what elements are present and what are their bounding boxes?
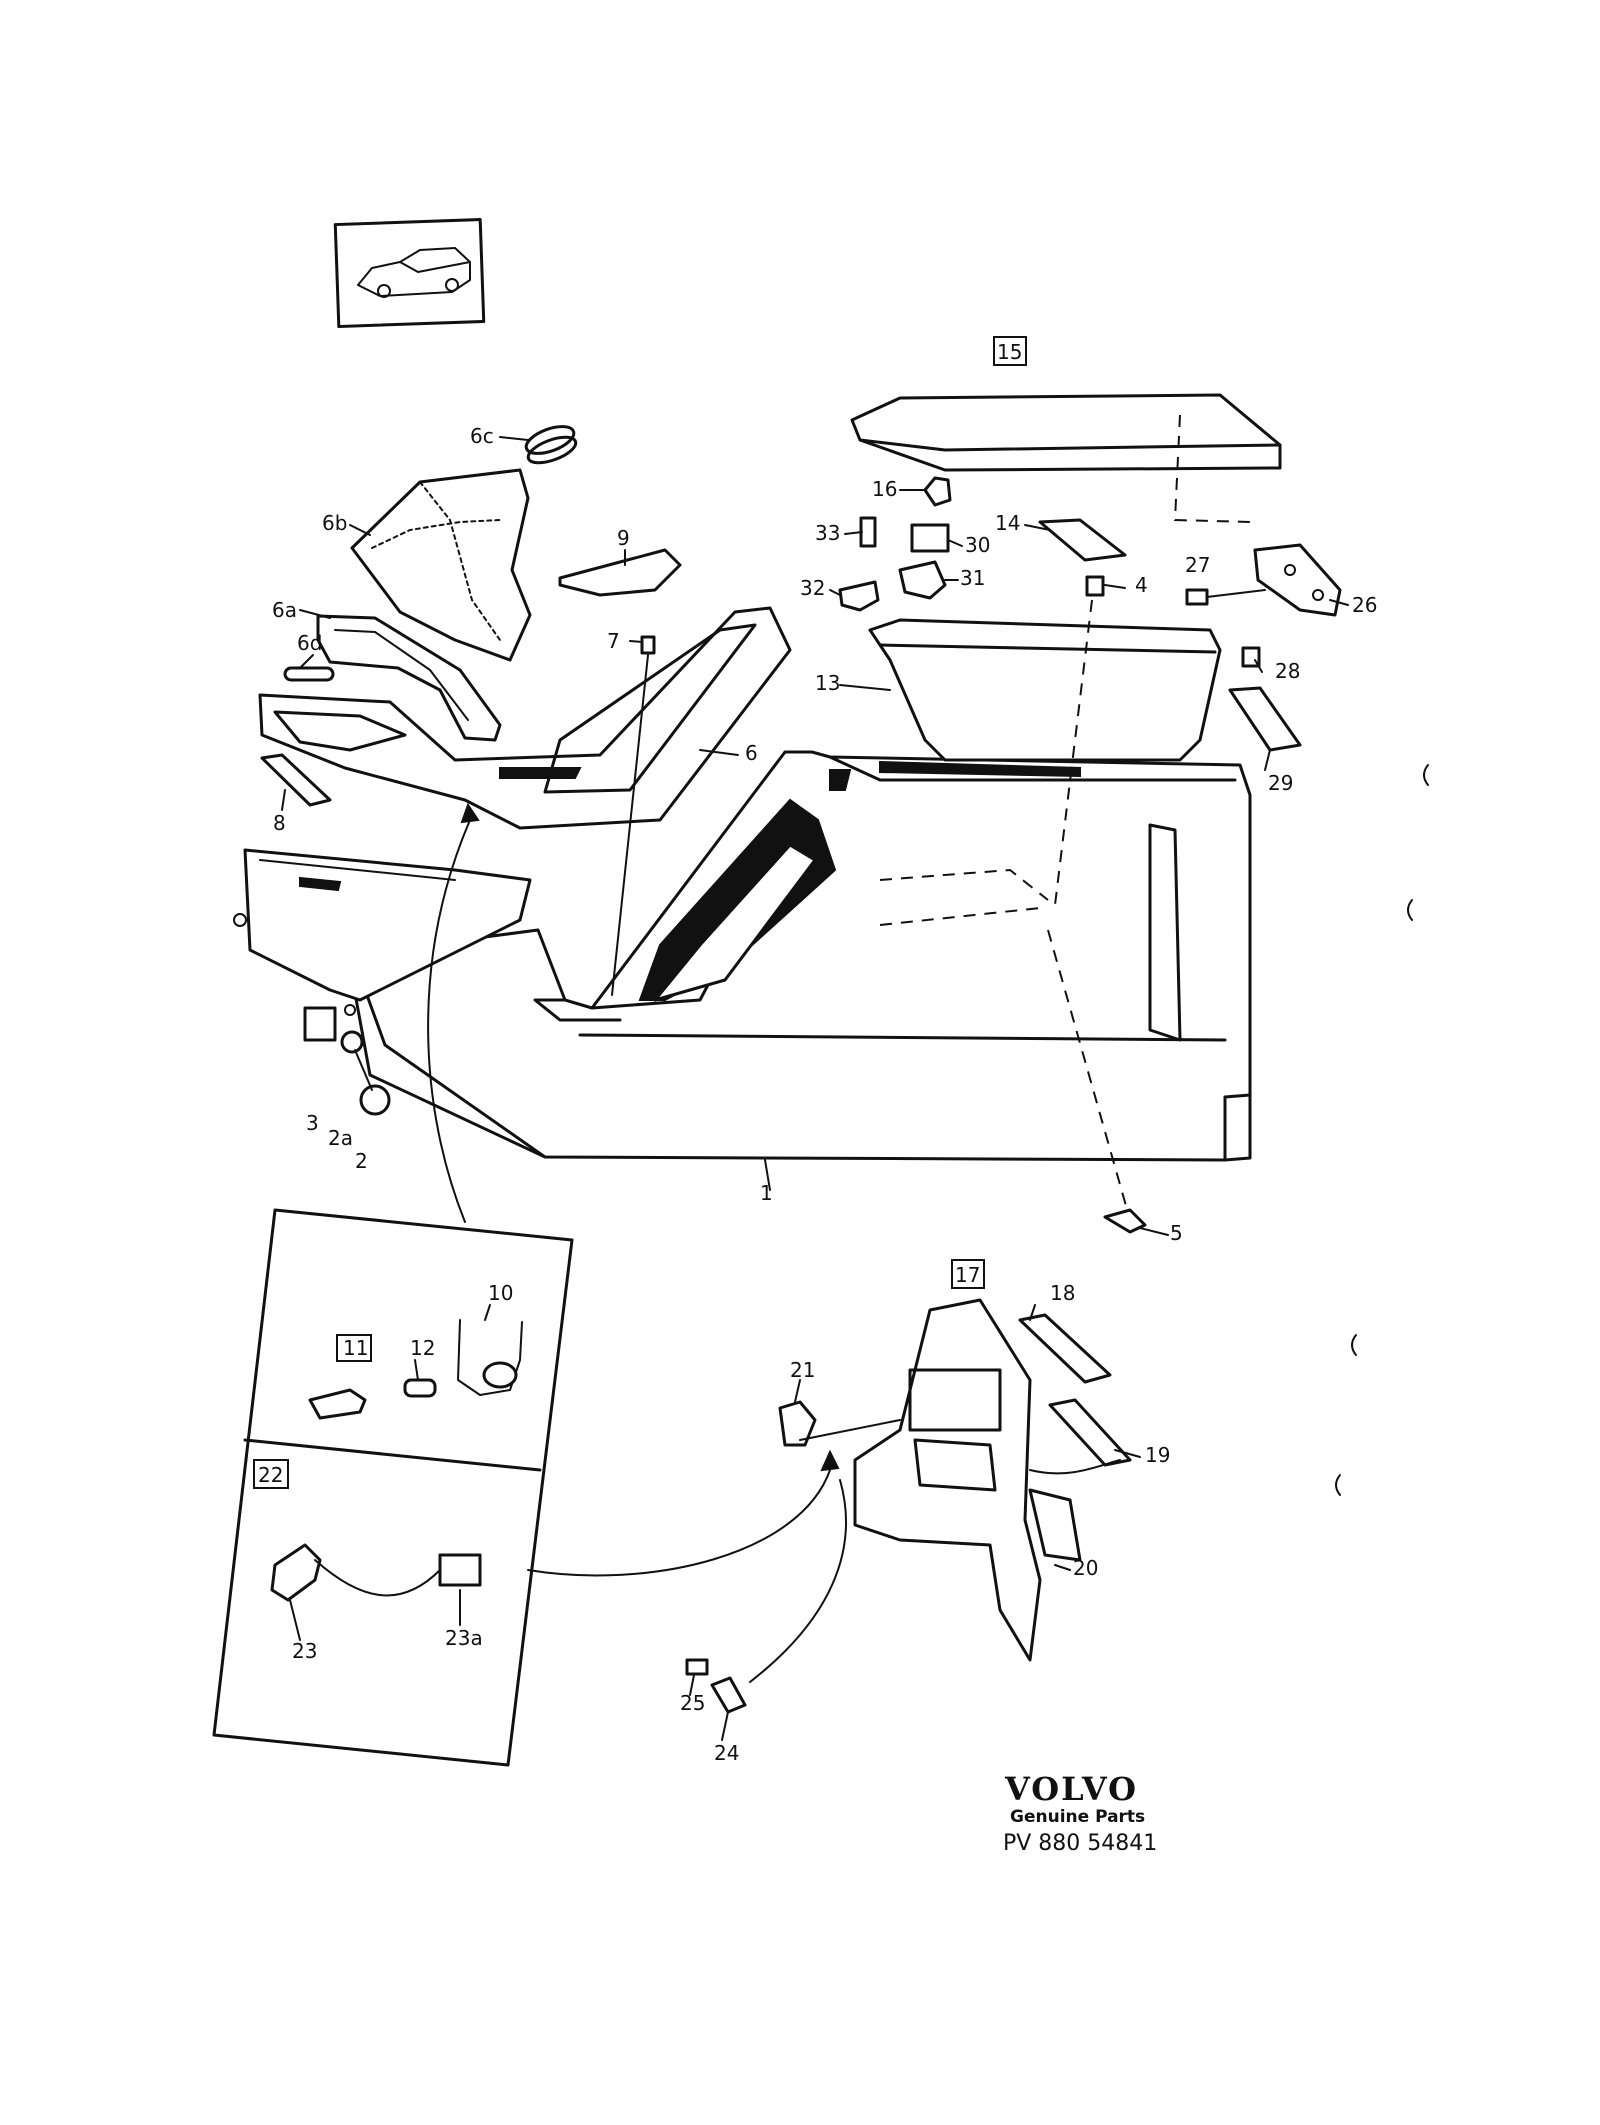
inset-box [212,1208,574,1767]
bulb-23 [270,1543,322,1602]
screw-4 [1085,575,1105,597]
bulb-holder-11 [308,1388,367,1420]
callout-7: 7 [607,629,620,653]
bulb-25 [685,1658,709,1676]
wiring-23a [314,1553,482,1597]
lid-hinge [1253,543,1342,617]
strip-29 [1228,686,1302,752]
console-side-flange [233,848,532,1016]
callout-33: 33 [815,521,840,545]
callout-6d: 6d [297,631,322,655]
callout-29: 29 [1268,771,1293,795]
callout-27: 27 [1185,553,1210,577]
callout-15-box [993,336,1027,366]
callout-2a: 2a [328,1126,353,1150]
latch-16 [923,476,952,507]
callout-labels: 1 2 2a 3 4 5 6 6a 6b 6c 6d 7 8 9 10 11 1… [253,336,1377,1765]
nut-2 [354,1049,391,1116]
margin-marks [1335,764,1429,1496]
trim-19 [1048,1398,1132,1467]
callout-17-box [951,1259,985,1289]
callout-1: 1 [760,1181,773,1205]
socket-24 [710,1676,747,1714]
clip-21 [778,1400,817,1447]
gear-trim-panel [258,606,792,830]
insert-20 [1028,1488,1082,1562]
callout-3: 3 [306,1111,319,1135]
part-code: PV 880 54841 [1003,1831,1157,1856]
boot-ring [524,425,578,465]
callout-32: 32 [800,576,825,600]
callout-6a: 6a [272,598,297,622]
callout-12: 12 [410,1336,435,1360]
clip-5 [1103,1208,1147,1234]
callout-leaders [281,436,1349,1741]
vehicle-thumbnail [333,218,486,329]
callout-22: 22 [258,1463,283,1487]
screw-33 [859,516,877,548]
callout-18: 18 [1050,1281,1075,1305]
ashtray-housing [853,1298,1042,1662]
screw-7 [611,635,656,996]
strip-8 [260,753,332,807]
seal-6d [283,666,335,682]
callout-21: 21 [790,1358,815,1382]
callout-10: 10 [488,1281,513,1305]
callout-25: 25 [680,1691,705,1715]
leader-arrows [427,802,1121,1683]
callout-6c: 6c [470,424,494,448]
callout-23: 23 [292,1639,317,1663]
callout-20: 20 [1073,1556,1098,1580]
callout-5: 5 [1170,1221,1183,1245]
brand-tagline: Genuine Parts [1010,1807,1145,1827]
callout-26: 26 [1352,593,1377,617]
callout-19: 19 [1145,1443,1170,1467]
callout-28: 28 [1275,659,1300,683]
callout-11-box [336,1334,372,1362]
callout-13: 13 [815,671,840,695]
latch-31 [898,560,947,600]
callout-4: 4 [1135,573,1148,597]
latch-30 [910,523,950,553]
gear-boot [350,468,532,662]
screw-2a [340,1030,364,1054]
callout-30: 30 [965,533,990,557]
callout-9: 9 [617,526,630,550]
callout-22-box [253,1459,289,1489]
lever-32 [838,580,880,612]
callout-24: 24 [714,1741,739,1765]
callout-8: 8 [273,811,286,835]
center-console-body [346,750,1252,1162]
callout-2: 2 [355,1149,368,1173]
gear-boot-frame [316,614,502,742]
callout-15: 15 [997,340,1022,364]
brand-logo: VOLVO [1004,1770,1138,1808]
callout-23a: 23a [445,1626,483,1650]
callout-16: 16 [872,477,897,501]
callout-17: 17 [955,1263,980,1287]
trim-18 [1018,1313,1112,1384]
latch-plate-14 [1038,518,1127,562]
bulb-12 [403,1378,437,1398]
callout-6: 6 [745,741,758,765]
fastener-3 [303,1006,337,1042]
light-guide-10 [457,1319,523,1396]
trim-cover-9 [558,548,682,597]
armrest-lid [850,393,1282,523]
screw-27 [1185,588,1266,606]
callout-6b: 6b [322,511,347,535]
callout-31: 31 [960,566,985,590]
volvo-branding: VOLVO Genuine Parts PV 880 54841 [1003,1770,1157,1856]
callout-14: 14 [995,511,1020,535]
callout-11: 11 [343,1336,368,1360]
storage-box [868,599,1222,1221]
